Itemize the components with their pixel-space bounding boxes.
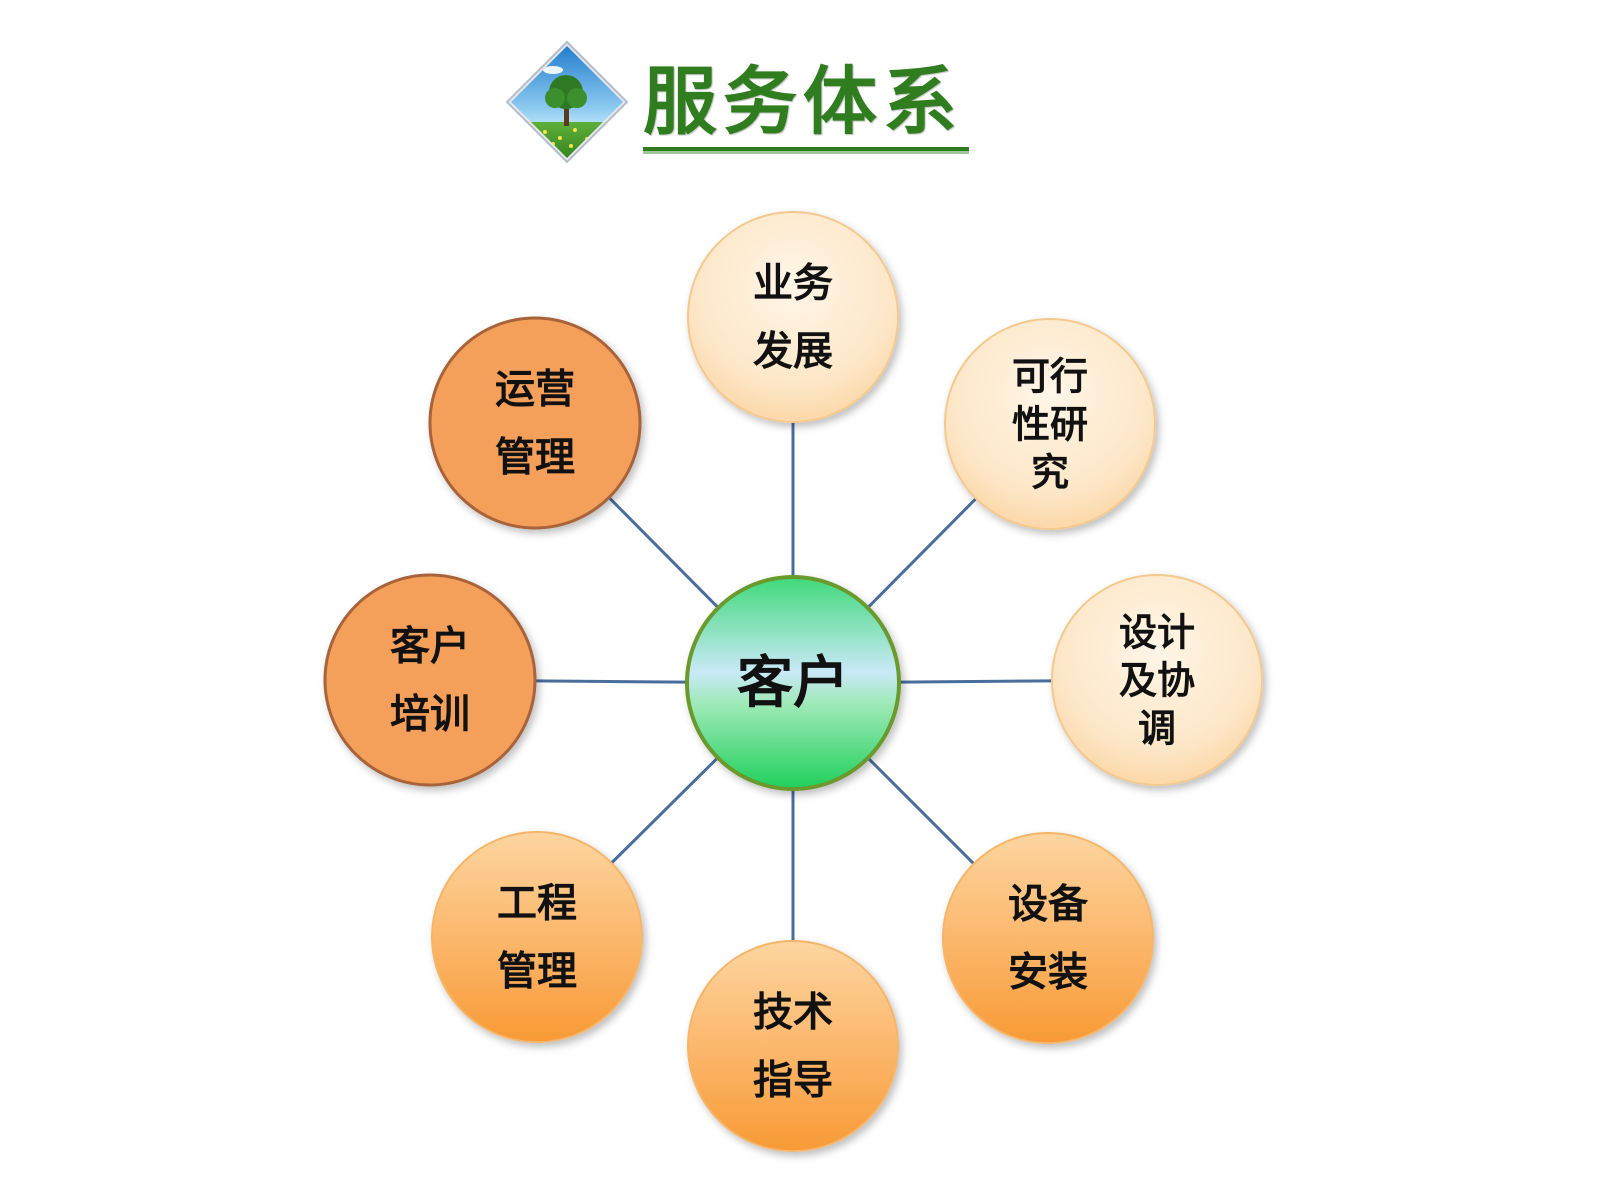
node-label-line: 培训 [390,691,470,738]
center-label: 客户 [737,650,849,716]
node-label-line: 工程 [497,880,577,927]
node-label-line: 技术 [753,989,833,1036]
center-circle[interactable] [685,575,901,791]
connector-operation-management [607,496,720,609]
node-circle[interactable] [323,573,537,787]
connector-feasibility-study [866,497,978,609]
node-circle[interactable] [428,316,642,530]
node-label-line: 指导 [753,1057,833,1104]
node-circle[interactable] [942,832,1154,1044]
node-label-line: 管理 [497,948,577,995]
node-label-line: 及协 [1119,658,1195,703]
title-underline [643,147,969,151]
connector-design-coordination [898,679,1053,684]
node-label-line: 业务 [753,260,833,307]
node-label-line: 运营 [495,366,575,413]
node-label-line: 究 [1031,450,1069,495]
node-label-line: 性研 [1012,402,1088,447]
connector-equipment-installation [866,756,975,865]
connector-customer-training [534,679,688,684]
node-label-line: 客户 [390,623,470,670]
node-label-line: 调 [1138,706,1176,751]
node-circle[interactable] [687,211,899,423]
page-title: 服务体系 [643,59,963,145]
node-circle[interactable] [687,940,899,1152]
connector-project-management [610,756,719,865]
header: 服务体系 [505,40,985,180]
tree-diamond-logo-icon [505,40,629,164]
node-label-line: 安装 [1008,949,1088,996]
node-label-line: 可行 [1012,354,1088,399]
node-circle[interactable] [1051,574,1263,786]
node-label-line: 管理 [495,434,575,481]
node-label-line: 设计 [1119,610,1195,655]
connector-lines [534,422,1053,941]
node-circle[interactable] [944,318,1156,530]
center-node-customer: 客户 [685,575,901,791]
node-circle[interactable] [431,831,643,1043]
node-label-line: 发展 [753,328,833,375]
node-label-line: 设备 [1008,881,1089,928]
